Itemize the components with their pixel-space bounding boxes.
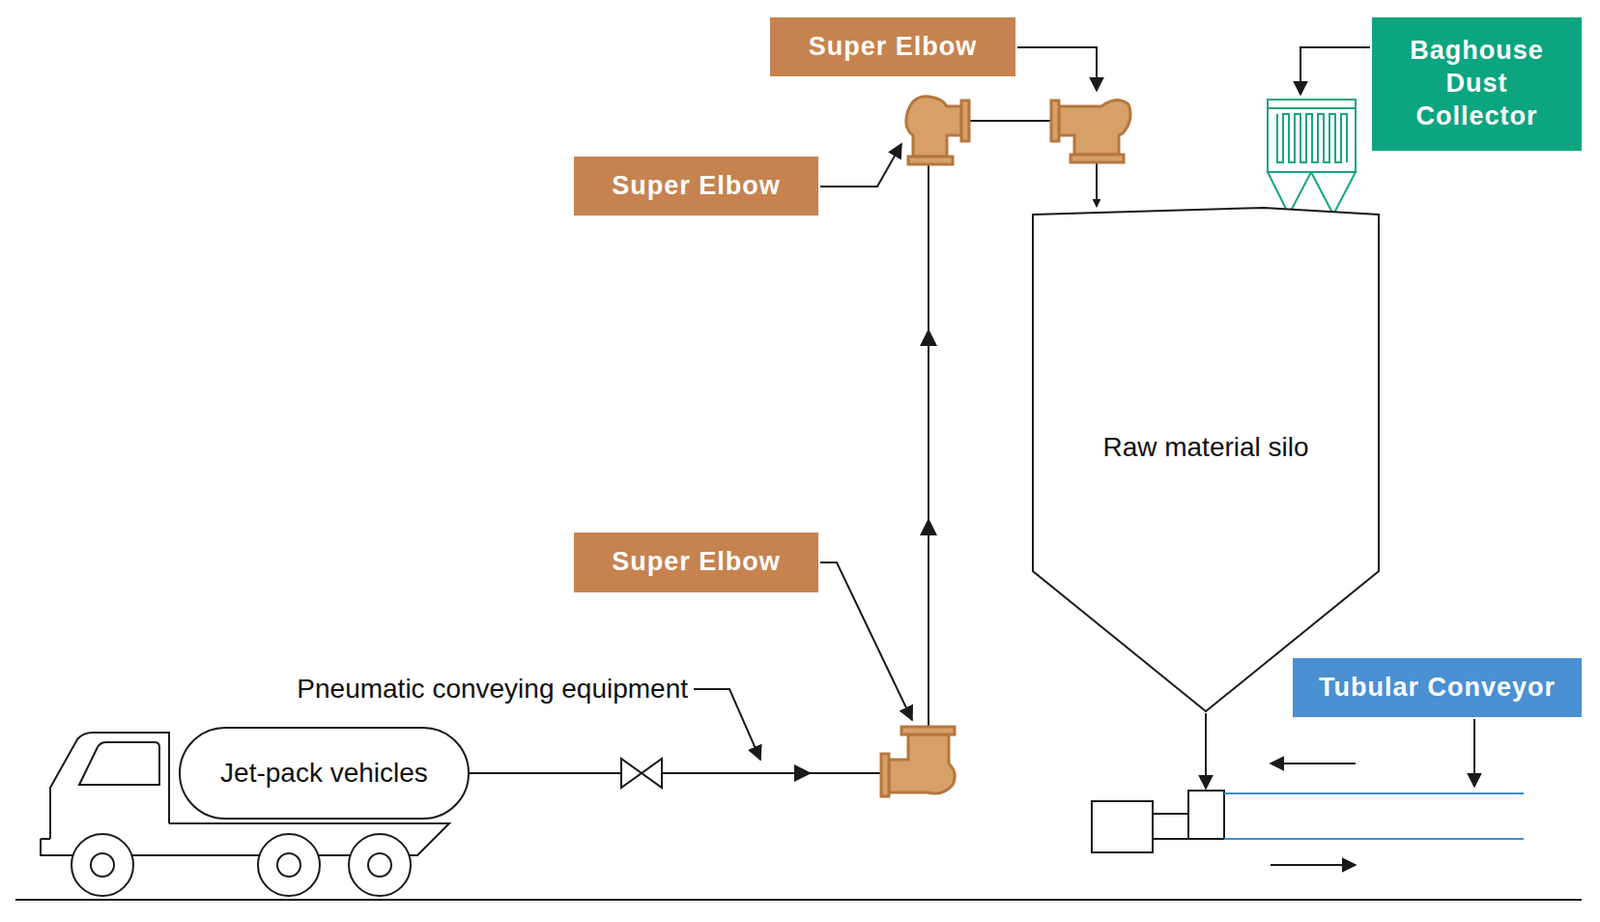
silo-shape: Raw material silo <box>1031 206 1380 714</box>
node-text: Baghouse Dust Collector <box>1395 34 1560 133</box>
flow-arrow <box>919 517 938 536</box>
valve-symbol <box>621 758 662 788</box>
direction-arrow <box>1270 863 1356 866</box>
flow-arrow <box>794 764 812 782</box>
equipment-label: Pneumatic conveying equipment <box>296 673 688 705</box>
ground-line <box>15 898 1582 901</box>
direction-arrow <box>1270 762 1356 765</box>
elbow-fitting <box>881 726 955 797</box>
dust-collector <box>1267 99 1356 215</box>
conveyor-tube <box>1224 792 1524 795</box>
node-text: Raw material silo <box>1102 431 1309 463</box>
node-text: Super Elbow <box>808 30 978 64</box>
node-text: Jet-pack vehicles <box>220 757 429 789</box>
flow-arrow <box>919 328 938 346</box>
callout-box: Super Elbow <box>573 532 819 593</box>
elbow-fitting <box>1051 99 1131 163</box>
elbow-fitting <box>906 96 970 165</box>
node-text: Tubular Conveyor <box>1318 671 1556 705</box>
callout-box: Tubular Conveyor <box>1292 657 1582 717</box>
callout-box: Super Elbow <box>573 156 819 216</box>
outlet-arrow <box>1204 713 1207 789</box>
callout-box: Baghouse Dust Collector <box>1371 17 1582 151</box>
callout-box: Super Elbow <box>770 17 1016 77</box>
tank-shape: Jet-pack vehicles <box>178 726 470 820</box>
node-text: Super Elbow <box>611 545 781 579</box>
conveyor-drive <box>1091 790 1225 853</box>
conveyor-tube <box>1224 837 1524 840</box>
node-text: Super Elbow <box>611 170 781 203</box>
